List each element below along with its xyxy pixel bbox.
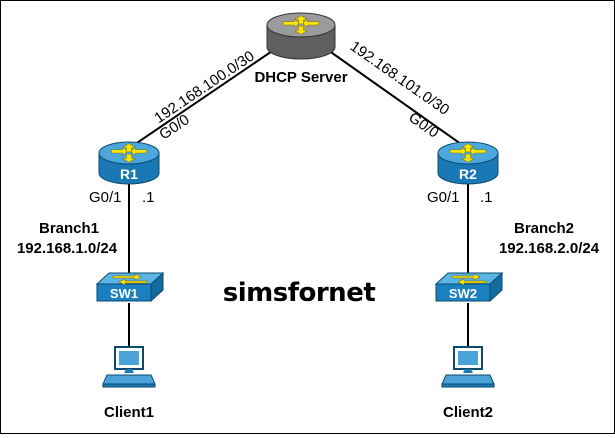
router-icon [266,12,336,60]
r2-g01-label: G0/1 [427,189,460,206]
router-r2[interactable]: R2 [437,141,499,185]
r1-label: R1 [120,166,138,182]
subnet-label-r2-link: 192.168.101.0/30 [347,38,452,119]
r2-host-label: .1 [480,189,493,206]
switch-sw1[interactable]: SW1 [95,271,165,303]
dhcp-server-router[interactable] [266,12,336,60]
client2-label: Client2 [443,404,493,421]
router-icon [437,141,499,185]
r2-label: R2 [459,166,477,182]
r1-g01-label: G0/1 [89,189,122,206]
simsfornet-logo: simsfornet [223,278,376,308]
pc-client1[interactable] [102,346,156,388]
r1-host-label: .1 [142,189,155,206]
switch-icon [95,271,165,303]
router-r1[interactable]: R1 [98,141,160,185]
link-r2-dhcp-server [317,42,469,150]
logo-text: simsfornet [223,278,376,308]
client1-label: Client1 [104,404,154,421]
subnet-label-r1-link: 192.168.100.0/30 [151,48,257,127]
switch-sw2[interactable]: SW2 [434,271,504,303]
branch2-name: Branch2 [514,220,574,237]
sw2-label: SW2 [449,286,477,301]
switch-icon [434,271,504,303]
pc-icon [441,346,495,388]
sw1-label: SW1 [110,286,138,301]
branch2-subnet: 192.168.2.0/24 [499,240,600,257]
pc-icon [102,346,156,388]
link-r1-dhcp-server [127,42,285,150]
router-icon [98,141,160,185]
branch1-subnet: 192.168.1.0/24 [17,240,118,257]
branch1-name: Branch1 [39,220,99,237]
dhcp-server-label: DHCP Server [254,69,347,86]
pc-client2[interactable] [441,346,495,388]
